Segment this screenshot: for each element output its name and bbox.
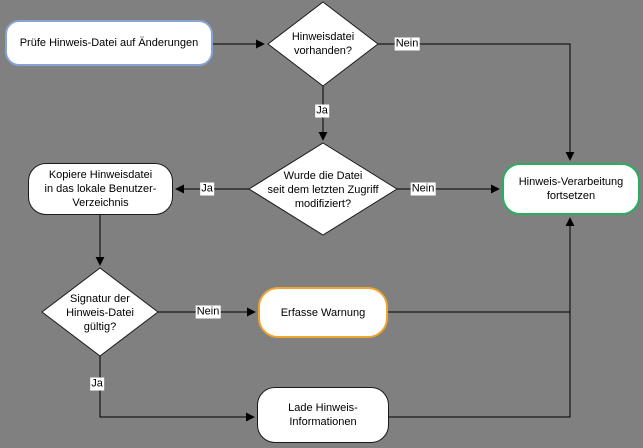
edge-label-vorhanden-ja: Ja bbox=[315, 104, 329, 118]
edge-label-vorhanden-nein: Nein bbox=[394, 37, 420, 51]
edge-lade-to-fortsetzen bbox=[389, 217, 575, 418]
edge-label-modifiziert-nein: Nein bbox=[410, 182, 436, 196]
node-lade-hinweis-informationen: Lade Hinweis- Informationen bbox=[257, 387, 389, 443]
node-lade-label: Lade Hinweis- Informationen bbox=[288, 402, 358, 428]
node-pruefe-hinweis-datei: Prüfe Hinweis-Datei auf Änderungen bbox=[5, 20, 213, 66]
node-erfasse-label: Erfasse Warnung bbox=[280, 306, 366, 319]
node-hinweis-verarbeitung-fortsetzen: Hinweis-Verarbeitung fortsetzen bbox=[502, 163, 640, 215]
decision-vorhanden-text: Hinweisdatei vorhanden? bbox=[291, 31, 355, 57]
edge-signatur-ja-to-lade bbox=[99, 356, 255, 422]
edge-label-signatur-nein: Nein bbox=[195, 305, 221, 319]
decision-signatur-text: Signatur der Hinweis-Datei gültig? bbox=[66, 292, 134, 333]
node-erfasse-warnung: Erfasse Warnung bbox=[258, 287, 388, 338]
node-kopiere-hinweisdatei: Kopiere Hinweisdatei in das lokale Benut… bbox=[28, 163, 173, 215]
node-kopiere-label: Kopiere Hinweisdatei in das lokale Benut… bbox=[44, 169, 157, 209]
node-fortsetzen-label: Hinweis-Verarbeitung fortsetzen bbox=[518, 176, 624, 202]
edge-label-modifiziert-ja: Ja bbox=[200, 182, 214, 196]
node-pruefe-label: Prüfe Hinweis-Datei auf Änderungen bbox=[19, 37, 199, 49]
edge-label-signatur-ja: Ja bbox=[90, 377, 104, 391]
edge-vorhanden-nein-to-fortsetzen bbox=[378, 43, 575, 161]
decision-modifiziert-text: Wurde die Datei seit dem letzten Zugriff… bbox=[267, 170, 379, 210]
decision-modifiziert-shape bbox=[248, 142, 398, 236]
